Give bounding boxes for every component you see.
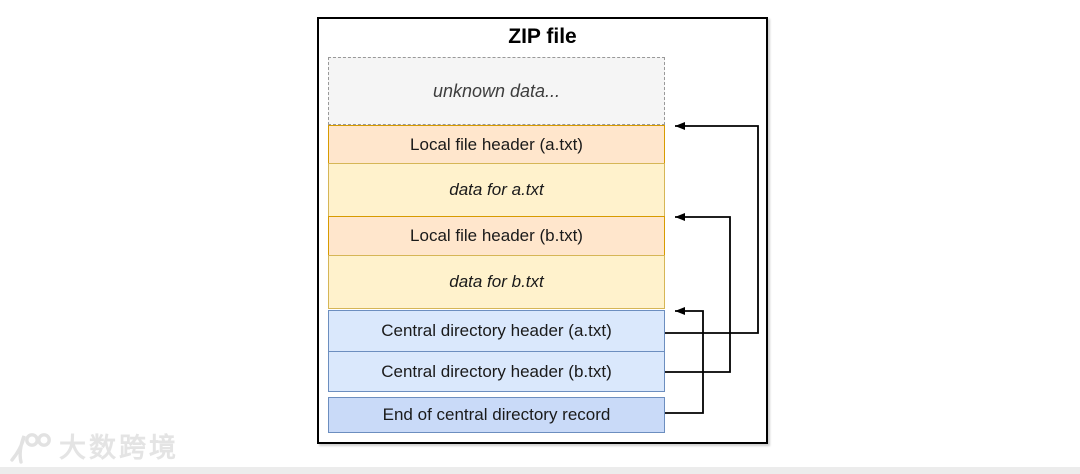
box-central-directory-header-b: Central directory header (b.txt) <box>328 351 665 392</box>
box-end-of-central-directory: End of central directory record <box>328 397 665 433</box>
box-local-file-header-b: Local file header (b.txt) <box>328 216 665 256</box>
zip-file-container: ZIP file unknown data... Local file head… <box>317 17 768 444</box>
watermark: 大数跨境 <box>6 430 179 466</box>
bottom-edge-strip <box>0 467 1080 474</box>
box-data-b: data for b.txt <box>328 255 665 309</box>
box-unknown-data: unknown data... <box>328 57 665 125</box>
box-local-file-header-a: Local file header (a.txt) <box>328 125 665 164</box>
watermark-text: 大数跨境 <box>59 433 179 463</box>
zip-file-title: ZIP file <box>508 25 577 48</box>
watermark-100-logo <box>10 433 51 464</box>
box-data-a: data for a.txt <box>328 163 665 217</box>
box-central-directory-header-a: Central directory header (a.txt) <box>328 310 665 352</box>
